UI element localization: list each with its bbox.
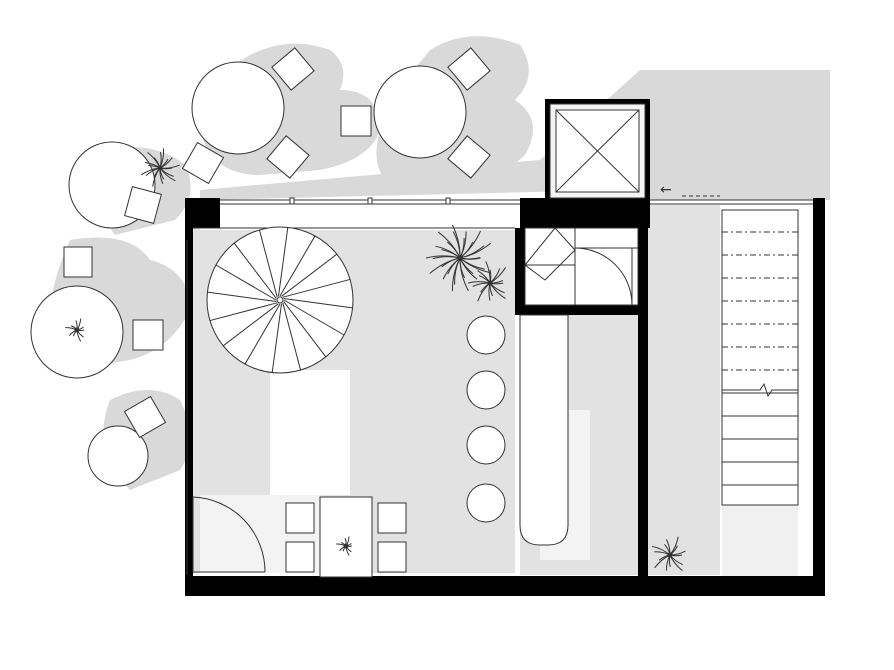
spiral-staircase-icon bbox=[206, 226, 354, 374]
chair bbox=[124, 186, 162, 224]
potted-plant-icon bbox=[467, 261, 506, 302]
outdoor-table bbox=[373, 65, 467, 159]
core-room bbox=[524, 227, 639, 306]
stair-tread bbox=[215, 264, 277, 301]
stair-tread bbox=[277, 227, 289, 297]
stair-tread bbox=[233, 242, 277, 299]
stair-tread bbox=[282, 302, 302, 371]
outdoor-table bbox=[191, 61, 285, 155]
bar-stools bbox=[466, 315, 506, 523]
bar-stool bbox=[466, 315, 506, 355]
stair-tread bbox=[258, 229, 278, 298]
plant-center bbox=[343, 543, 349, 549]
bar-counter bbox=[519, 314, 569, 546]
stair-tread bbox=[209, 302, 278, 322]
plant-leaf bbox=[459, 257, 491, 274]
chair bbox=[447, 47, 491, 91]
chair bbox=[285, 502, 315, 534]
chair bbox=[271, 47, 315, 91]
plant-center bbox=[157, 165, 163, 171]
stair-tread bbox=[282, 278, 351, 298]
potted-plant-icon bbox=[425, 224, 491, 292]
door-swing-icon bbox=[574, 247, 633, 306]
plant-leaf bbox=[451, 257, 461, 292]
chair bbox=[377, 541, 407, 573]
plant-leaf bbox=[425, 255, 461, 259]
chair bbox=[447, 135, 491, 179]
potted-plant-icon bbox=[651, 536, 686, 572]
plant-center bbox=[74, 327, 80, 333]
chair bbox=[181, 141, 225, 185]
plant-center bbox=[487, 280, 493, 286]
plant-center bbox=[667, 552, 673, 558]
chair bbox=[266, 135, 310, 179]
interior-dining-set bbox=[285, 496, 407, 578]
stair-tread bbox=[283, 301, 327, 358]
plant-center bbox=[457, 255, 463, 261]
glazing bbox=[186, 197, 813, 575]
chair bbox=[340, 105, 372, 137]
stair-tread bbox=[222, 303, 279, 347]
dining-table bbox=[319, 496, 373, 578]
plant-leaf bbox=[451, 224, 461, 259]
outdoor-seating bbox=[30, 47, 491, 487]
potted-plant-icon bbox=[65, 318, 85, 342]
chair bbox=[285, 541, 315, 573]
stair-tread bbox=[283, 297, 353, 309]
potted-plant-icon bbox=[140, 148, 180, 187]
chair bbox=[123, 395, 167, 439]
chair bbox=[132, 319, 164, 351]
elevator-shaft-icon bbox=[549, 103, 646, 199]
stair-tread bbox=[271, 303, 283, 373]
entry-arrow-icon: ← bbox=[660, 182, 720, 198]
bar-stool bbox=[466, 483, 506, 523]
stair-tread bbox=[244, 303, 281, 365]
plants bbox=[65, 148, 686, 572]
stair-tread bbox=[281, 253, 338, 297]
bar-stool bbox=[466, 425, 506, 465]
bar-stool bbox=[466, 370, 506, 410]
potted-plant-icon bbox=[336, 536, 353, 556]
stair-tread bbox=[279, 235, 316, 297]
stair-tread bbox=[207, 291, 277, 303]
chair bbox=[377, 502, 407, 534]
door-swing-icon bbox=[192, 496, 266, 573]
plant-leaf bbox=[459, 242, 491, 259]
walls bbox=[185, 99, 825, 596]
chair bbox=[63, 246, 93, 278]
straight-staircase-icon bbox=[721, 209, 799, 506]
outdoor-table bbox=[87, 425, 149, 487]
entry-arrow-glyph: ← bbox=[660, 182, 672, 198]
stair-tread bbox=[283, 299, 345, 336]
